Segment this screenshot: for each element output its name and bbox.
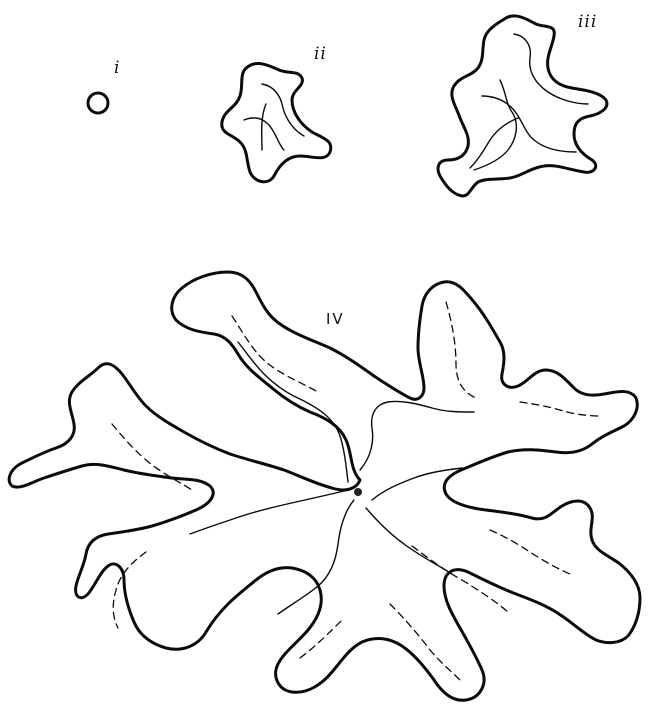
stage-iv-cell: [9, 272, 640, 700]
stage-iii-cell: [438, 16, 607, 196]
stage-ii-cell: [222, 63, 331, 181]
label-stage-iv: IV: [326, 312, 345, 327]
label-stage-ii: ii: [314, 46, 327, 63]
label-stage-i: i: [114, 60, 120, 77]
label-stage-iii: iii: [578, 14, 597, 31]
stage-i-cell: [88, 93, 108, 113]
